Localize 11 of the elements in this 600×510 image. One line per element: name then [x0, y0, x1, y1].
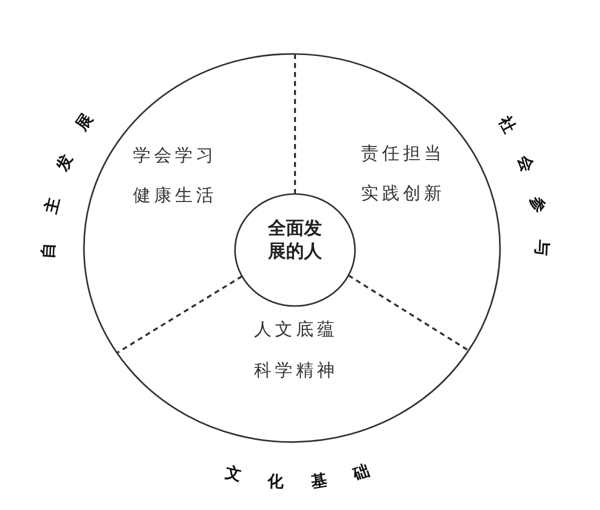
sector-label: 人文底蕴 [254, 320, 338, 340]
sector-heading: 社会参与 [496, 113, 552, 282]
center-label: 全面发展的人 [266, 217, 323, 263]
sector-label: 责任担当 [361, 144, 445, 164]
sector-heading: 自主发展 [38, 86, 112, 259]
center-circle [234, 193, 356, 307]
sector-label: 实践创新 [361, 184, 445, 204]
sector-label: 健康生活 [133, 186, 217, 206]
sector-label: 学会学习 [133, 146, 217, 166]
sector-heading: 文化基础 [224, 451, 398, 492]
sector-label: 科学精神 [254, 360, 338, 382]
